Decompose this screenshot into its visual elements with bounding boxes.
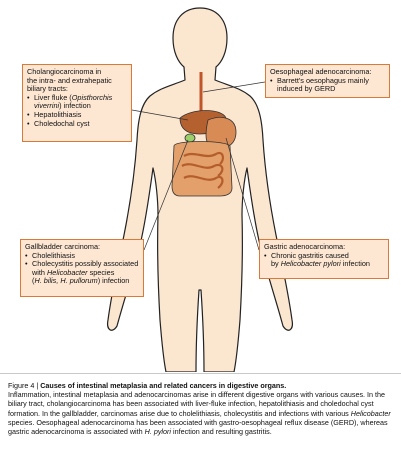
oesophageal-causes-list: Barrett's oesophagus mainly induced by G… bbox=[270, 76, 385, 94]
caption-heading: Figure 4 | Causes of intestinal metaplas… bbox=[8, 381, 394, 390]
cholangiocarcinoma-box: Cholangiocarcinoma in the intra- and ext… bbox=[22, 64, 132, 142]
cholangio-cause-item: Choledochal cyst bbox=[27, 118, 127, 129]
cholangio-cause-species: Opisthorchis viverrini bbox=[34, 92, 113, 111]
gallbladder-paren-open: ( bbox=[32, 276, 35, 286]
cholangio-cause-item: Liver fluke (Opisthorchis viverrini) inf… bbox=[27, 92, 127, 111]
figure-caption: Figure 4 | Causes of intestinal metaplas… bbox=[8, 381, 394, 436]
cholangio-cause-text: Liver fluke ( bbox=[34, 92, 72, 102]
gastric-box: Gastric adenocarcinoma: Chronic gastriti… bbox=[259, 239, 389, 279]
gallbladder-title: Gallbladder carcinoma: bbox=[25, 242, 101, 251]
gallbladder-box: Gallbladder carcinoma: Cholelithiasis Ch… bbox=[20, 239, 144, 297]
caption-text: Inflammation, intestinal metaplasia and … bbox=[8, 390, 386, 418]
oesophageal-box: Oesophageal adenocarcinoma: Barrett's oe… bbox=[265, 64, 390, 98]
gallbladder-cause-species: H. bilis, H. pullorum bbox=[34, 276, 98, 286]
gastric-cause-prefix: by bbox=[271, 259, 281, 269]
body-illustration bbox=[107, 7, 293, 372]
cholangio-cause-suffix: ) infection bbox=[59, 101, 91, 111]
caption-italic: H. pylori bbox=[144, 427, 172, 437]
caption-text: species. Oesophageal adenocarcinoma has … bbox=[8, 417, 388, 437]
leader-lines bbox=[131, 81, 266, 251]
gastric-title: Gastric adenocarcinoma: bbox=[264, 242, 346, 251]
cholangio-cause-item: Hepatolithiasis bbox=[27, 109, 127, 120]
small-intestine bbox=[181, 151, 225, 189]
digestive-organs bbox=[171, 72, 237, 197]
cholangio-title-line1: Cholangiocarcinoma in bbox=[27, 67, 102, 76]
cholangio-title-line3: biliary tracts: bbox=[27, 84, 68, 94]
oesophageal-title: Oesophageal adenocarcinoma: bbox=[270, 67, 372, 76]
figure-title: Causes of intestinal metaplasia and rela… bbox=[40, 381, 287, 390]
gallbladder-paren-close: ) infection bbox=[97, 276, 130, 286]
caption-body: Inflammation, intestinal metaplasia and … bbox=[8, 390, 394, 436]
oesophageal-cause-item: Barrett's oesophagus mainly induced by G… bbox=[270, 76, 385, 94]
caption-divider bbox=[0, 373, 401, 374]
gallbladder-cause-genus: Helicobacter bbox=[47, 267, 88, 277]
figure-label: Figure 4 | bbox=[8, 381, 41, 390]
gallbladder bbox=[184, 133, 196, 143]
gallbladder-cause-text: Cholecystitis possibly associated with bbox=[32, 259, 139, 277]
caption-italic: Helicobacter bbox=[350, 408, 391, 418]
gallbladder-cause-suffix: species bbox=[87, 267, 115, 277]
gallbladder-cause-item: Cholecystitis possibly associated with H… bbox=[25, 259, 139, 286]
leader-oesophageal bbox=[202, 81, 266, 93]
gastric-cause-species: Helicobacter pylori bbox=[280, 259, 341, 269]
gastric-cause-text: Chronic gastritis caused bbox=[271, 250, 349, 260]
gallbladder-cause-item: Cholelithiasis bbox=[25, 251, 139, 261]
leader-gallbladder bbox=[143, 139, 189, 251]
cholangio-title-line2: the intra- and extrahepatic bbox=[27, 75, 112, 85]
gallbladder-causes-list: Cholelithiasis Cholecystitis possibly as… bbox=[25, 251, 139, 286]
gastric-cause-suffix: infection bbox=[340, 259, 370, 269]
cholangio-causes-list: Liver fluke (Opisthorchis viverrini) inf… bbox=[27, 92, 127, 129]
cholangio-cause-text: Choledochal cyst bbox=[34, 118, 90, 128]
leader-gastric bbox=[225, 137, 260, 251]
leader-cholangio bbox=[131, 109, 189, 121]
cholangio-cause-text: Hepatolithiasis bbox=[34, 109, 82, 119]
caption-text: infection and resulting gastritis. bbox=[171, 427, 272, 437]
